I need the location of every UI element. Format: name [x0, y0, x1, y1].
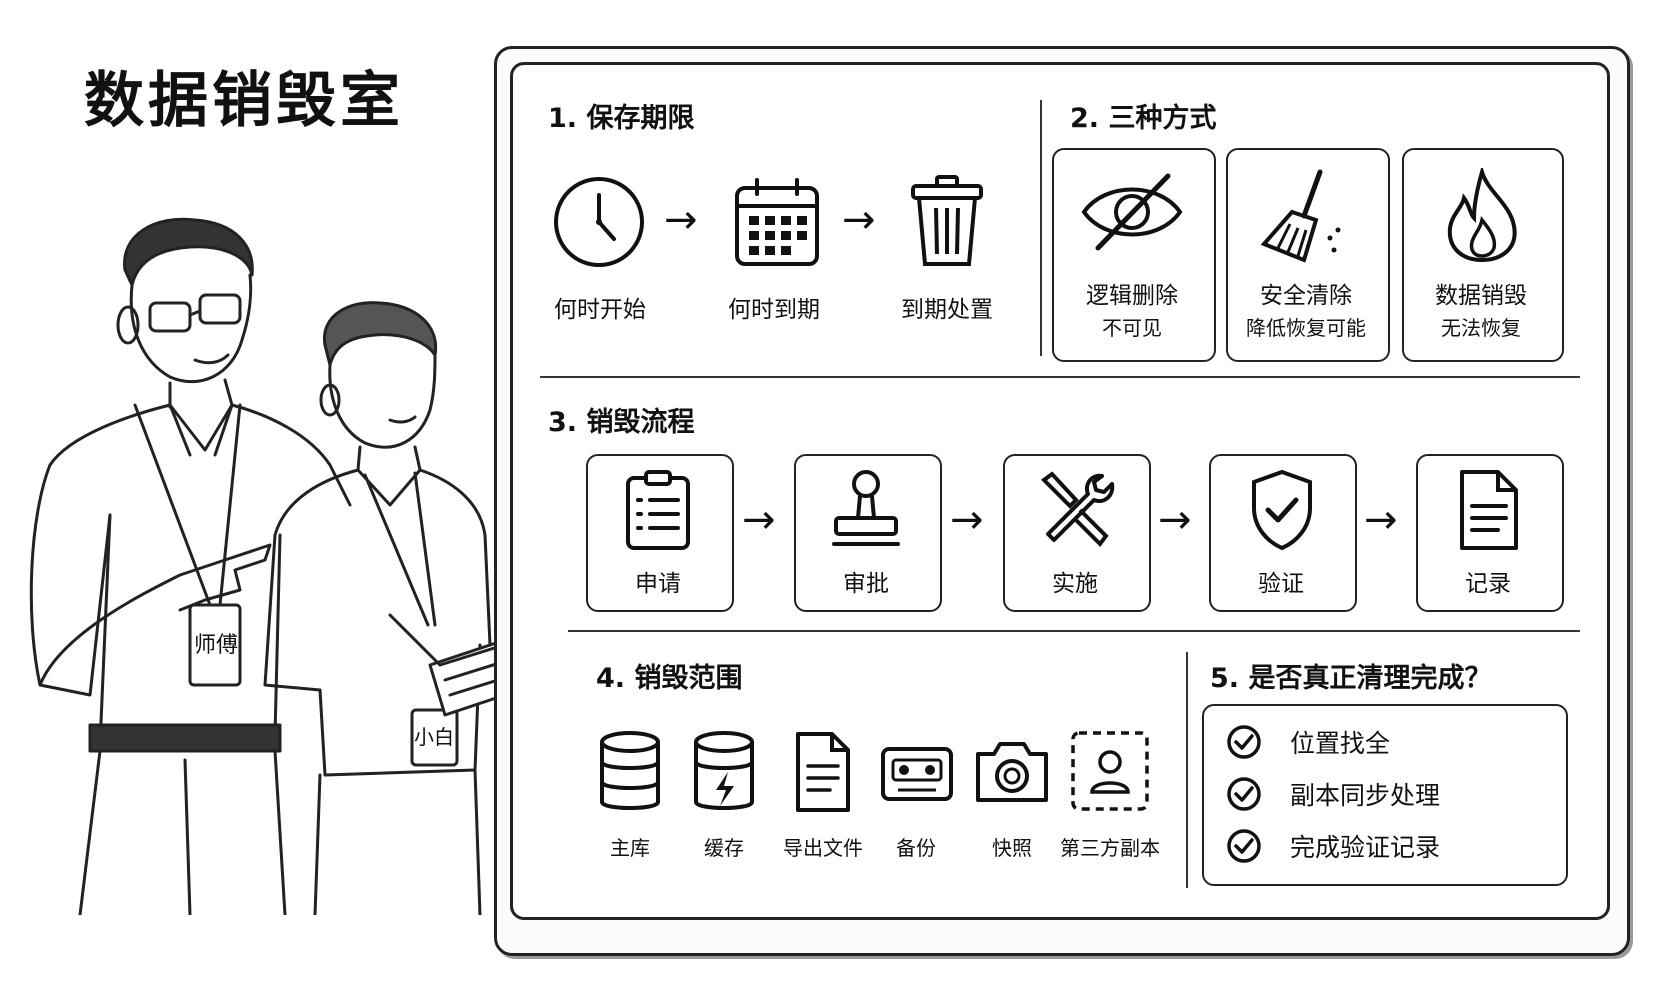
verify-checklist [1202, 704, 1568, 886]
divider-middle [568, 630, 1580, 632]
clipboard-icon [626, 470, 690, 550]
method-label: 安全清除 [1260, 283, 1352, 309]
tape-icon [881, 747, 953, 801]
arrow-icon: → [1158, 497, 1192, 543]
process-step-card [586, 454, 734, 612]
section-verify-title: 5. 是否真正清理完成？ [1210, 663, 1492, 694]
scope-item-label: 主库 [610, 836, 650, 860]
section-scope-title: 4. 销毁范围 [596, 663, 743, 694]
user-dashed-icon [1071, 731, 1149, 811]
process-step-card [1209, 454, 1357, 612]
check-item-label: 副本同步处理 [1290, 781, 1441, 810]
student-badge: 小白 [414, 725, 454, 749]
section-process-title: 3. 销毁流程 [548, 407, 695, 438]
document-icon [1460, 470, 1518, 550]
tools-icon [1040, 471, 1115, 548]
process-step-card [1003, 454, 1151, 612]
fire-icon [1447, 168, 1517, 263]
stamp-icon [832, 470, 900, 546]
check-item: 位置找全 [1226, 724, 1390, 760]
check-item: 完成验证记录 [1226, 828, 1440, 864]
divider-vertical-top [1040, 100, 1042, 356]
arrow-icon: → [1364, 497, 1398, 543]
section-retention-title: 1. 保存期限 [548, 103, 695, 134]
method-card [1226, 148, 1390, 362]
method-sublabel: 降低恢复可能 [1246, 316, 1366, 340]
database-icon [600, 731, 660, 810]
check-circle-icon [1227, 777, 1261, 811]
shield-check-icon [1252, 469, 1312, 551]
method-label: 逻辑删除 [1086, 283, 1178, 309]
retention-step-label: 到期处置 [901, 297, 993, 323]
scope-item-label: 第三方副本 [1060, 836, 1160, 860]
arrow-icon: → [842, 197, 876, 243]
divider-top [540, 376, 1580, 378]
broom-icon [1260, 169, 1341, 263]
retention-step-label: 何时开始 [554, 297, 646, 323]
check-item-label: 位置找全 [1290, 729, 1391, 758]
arrow-icon: → [950, 497, 984, 543]
process-step-label: 实施 [1052, 571, 1098, 597]
mentor-badge: 师傅 [194, 633, 238, 658]
process-step-label: 验证 [1258, 571, 1304, 597]
camera-icon [976, 742, 1048, 802]
process-step-label: 审批 [843, 571, 889, 597]
eye-off-icon [1081, 173, 1183, 251]
clock-icon [554, 177, 644, 267]
calendar-icon [735, 178, 819, 266]
process-step-label: 记录 [1465, 571, 1511, 597]
page-title: 数据销毁室 [84, 66, 404, 136]
trash-icon [911, 175, 983, 266]
section-methods-title: 2. 三种方式 [1070, 103, 1217, 134]
process-step-label: 申请 [635, 571, 681, 597]
method-label: 数据销毁 [1435, 283, 1527, 309]
cache-database-icon [694, 731, 754, 810]
check-item: 副本同步处理 [1226, 776, 1440, 812]
retention-step-label: 何时到期 [728, 297, 820, 323]
scope-item-label: 快照 [992, 836, 1032, 860]
method-sublabel: 无法恢复 [1441, 316, 1521, 340]
check-circle-icon [1227, 725, 1261, 759]
scope-item-label: 导出文件 [783, 836, 863, 860]
file-icon [796, 732, 850, 812]
scope-item-label: 缓存 [704, 836, 744, 860]
arrow-icon: → [664, 197, 698, 243]
method-sublabel: 不可见 [1102, 316, 1162, 340]
check-circle-icon [1227, 829, 1261, 863]
check-item-label: 完成验证记录 [1290, 833, 1441, 862]
scope-item-label: 备份 [896, 836, 936, 860]
method-card [1052, 148, 1216, 362]
divider-vertical-bottom [1186, 652, 1188, 888]
arrow-icon: → [742, 497, 776, 543]
process-step-card [1416, 454, 1564, 612]
